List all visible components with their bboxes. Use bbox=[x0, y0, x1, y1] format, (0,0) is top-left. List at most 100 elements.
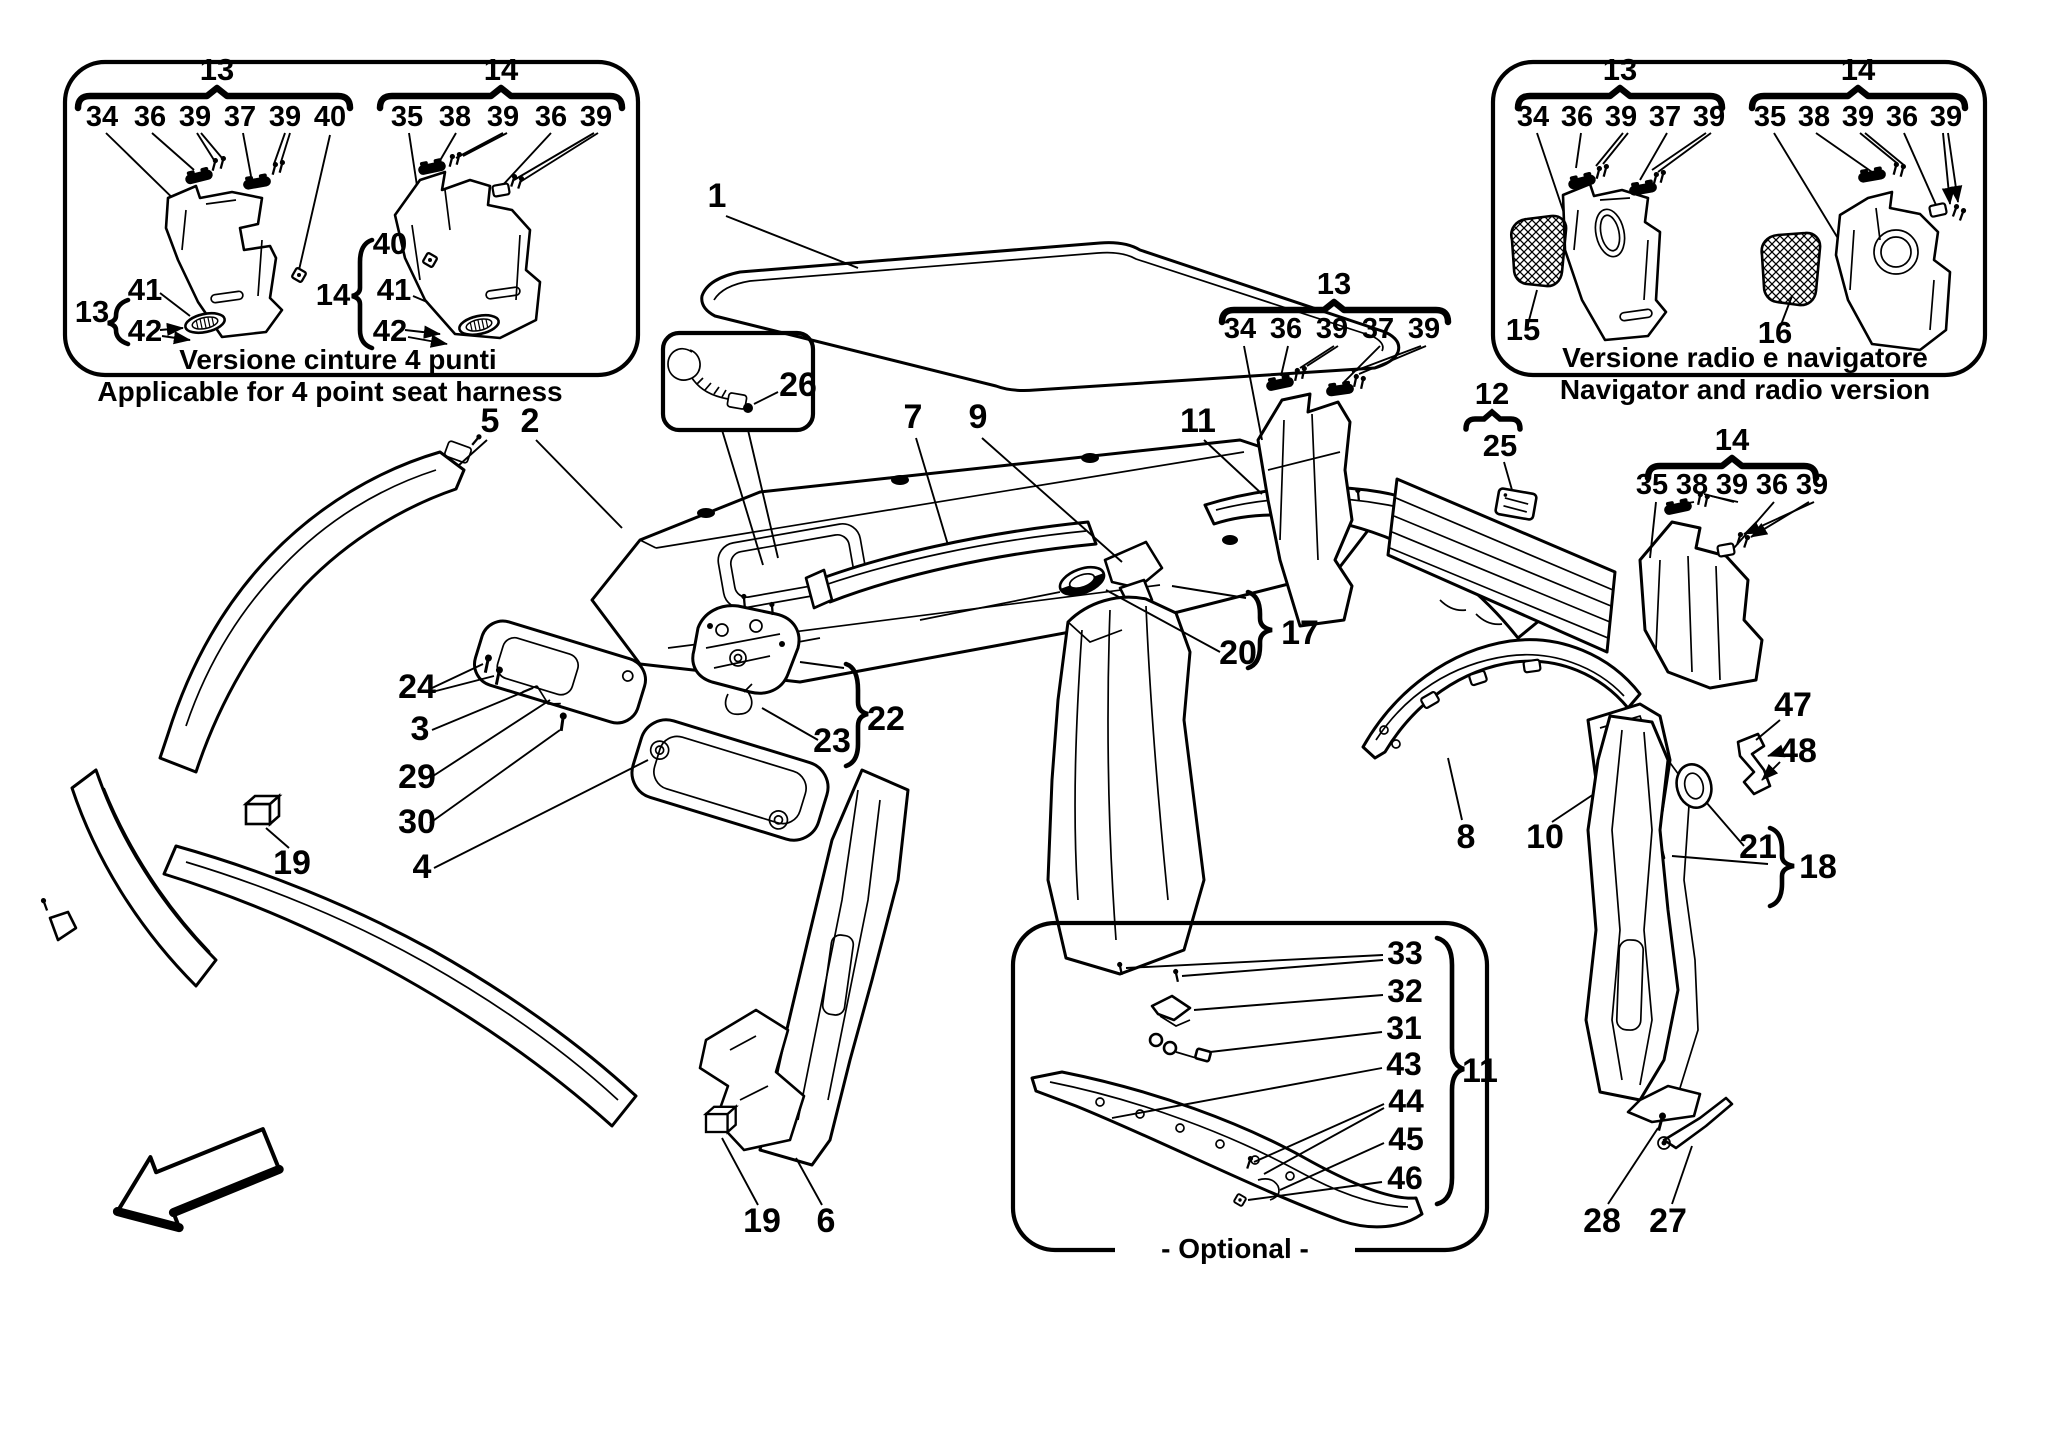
leader-28 bbox=[1607, 1127, 1659, 1205]
group-label-13: 13 bbox=[200, 52, 234, 87]
list-label-14: 14 bbox=[316, 277, 351, 312]
leader-19 bbox=[721, 1137, 759, 1206]
callout-21: 21 bbox=[1739, 828, 1777, 866]
part-plaque-25 bbox=[1494, 487, 1538, 521]
callout-30: 30 bbox=[398, 803, 436, 841]
callout-39: 39 bbox=[1693, 101, 1725, 133]
callout-4: 4 bbox=[413, 848, 432, 886]
part-speaker-grille-15 bbox=[1510, 214, 1568, 288]
nut-40 bbox=[290, 266, 308, 284]
part-pillar-trim-radio-left bbox=[1561, 162, 1668, 342]
callout-22: 22 bbox=[867, 700, 905, 738]
list-brace bbox=[107, 297, 131, 347]
callout-34: 34 bbox=[1224, 313, 1256, 345]
list-label-13: 13 bbox=[75, 294, 109, 329]
callout-39: 39 bbox=[1716, 469, 1748, 501]
main-exploded-view: 1 2 5 19 19 6 bbox=[39, 177, 1837, 1240]
caption-radio-it: Versione radio e navigatore bbox=[1562, 342, 1928, 373]
part-map-light-console bbox=[691, 592, 801, 695]
leader-26 bbox=[753, 391, 779, 405]
callout-34: 34 bbox=[86, 101, 118, 133]
callout-36: 36 bbox=[1561, 101, 1593, 133]
leader-lines-13-main bbox=[1243, 345, 1427, 441]
group-bracket-14-main bbox=[1644, 454, 1820, 482]
clip-23 bbox=[724, 683, 753, 716]
leader-7 bbox=[915, 437, 949, 546]
callout-29: 29 bbox=[398, 758, 436, 796]
callout-43: 43 bbox=[1386, 1046, 1422, 1082]
leader-27 bbox=[1671, 1145, 1693, 1205]
group-label-11: 11 bbox=[1462, 1052, 1498, 1090]
clip-32 bbox=[1150, 994, 1192, 1027]
callout-39: 39 bbox=[1316, 313, 1348, 345]
callout-20: 20 bbox=[1219, 634, 1257, 672]
leader-30 bbox=[429, 729, 561, 824]
callout-36: 36 bbox=[1270, 313, 1302, 345]
caption-mask bbox=[1115, 1232, 1355, 1264]
nut-46 bbox=[1232, 1192, 1248, 1208]
group-bracket-14 bbox=[376, 84, 626, 112]
clip-cube-19 bbox=[244, 794, 281, 826]
part-a-pillar-lower-left bbox=[39, 768, 218, 988]
callout-40: 40 bbox=[373, 226, 407, 261]
part-a-pillar-trim-left bbox=[158, 432, 484, 774]
inset-optional: 33 32 31 43 44 45 46 11 - Optional - bbox=[1010, 920, 1498, 1264]
part-strap-27 bbox=[1657, 1096, 1734, 1150]
callout-6: 6 bbox=[817, 1202, 836, 1240]
inset-seat-harness-version: 13 14 34 36 39 37 39 40 35 38 39 36 39 bbox=[62, 52, 641, 407]
leader-48 bbox=[1761, 761, 1781, 781]
leader-17 bbox=[1171, 585, 1247, 599]
fastener-37 bbox=[241, 172, 272, 191]
callout-31: 31 bbox=[1386, 1010, 1422, 1046]
leader-11 bbox=[1203, 439, 1263, 495]
group-label-13: 13 bbox=[1603, 52, 1637, 87]
callout-8: 8 bbox=[1457, 818, 1476, 856]
callout-39: 39 bbox=[1408, 313, 1440, 345]
group-brace-17 bbox=[1245, 589, 1273, 671]
callout-19: 19 bbox=[743, 1202, 781, 1240]
part-pillar-trim-radio-right bbox=[1834, 160, 1968, 352]
callout-38: 38 bbox=[1798, 101, 1830, 133]
callout-23: 23 bbox=[813, 722, 851, 760]
leader-3 bbox=[431, 687, 534, 731]
group-label-14: 14 bbox=[1715, 422, 1750, 457]
leader-23 bbox=[761, 707, 819, 741]
wire-31 bbox=[1148, 1032, 1212, 1063]
callout-17: 17 bbox=[1281, 614, 1319, 652]
list-brace bbox=[351, 237, 375, 351]
callout-41: 41 bbox=[128, 272, 162, 307]
part-quarter-panel-12 bbox=[1386, 477, 1617, 654]
group-bracket-14 bbox=[1748, 84, 1969, 112]
clip-36 bbox=[1716, 542, 1736, 558]
leader-25 bbox=[1503, 461, 1513, 491]
part-quarter-trim-harness-right bbox=[393, 150, 542, 340]
callout-5: 5 bbox=[481, 402, 500, 440]
callout-27: 27 bbox=[1649, 1202, 1687, 1240]
screw-33 bbox=[1171, 967, 1182, 984]
callout-10: 10 bbox=[1526, 818, 1564, 856]
part-optional-header-trim-11 bbox=[1030, 1070, 1424, 1229]
leader-24 bbox=[431, 663, 495, 693]
inset-box-border bbox=[62, 59, 641, 378]
callout-18: 18 bbox=[1799, 848, 1837, 886]
part-c-pillar-upper-17 bbox=[1046, 595, 1206, 976]
callout-3: 3 bbox=[411, 710, 430, 748]
callout-32: 32 bbox=[1387, 973, 1423, 1009]
leader-5 bbox=[457, 439, 488, 467]
callout-34: 34 bbox=[1517, 101, 1549, 133]
leader-lines bbox=[1526, 132, 1963, 331]
callout-46: 46 bbox=[1387, 1160, 1423, 1196]
callout-16: 16 bbox=[1758, 315, 1792, 350]
part-roof-panel bbox=[700, 241, 1401, 392]
cap-21 bbox=[1675, 762, 1713, 810]
caption-radio-en: Navigator and radio version bbox=[1560, 374, 1930, 405]
callout-36: 36 bbox=[535, 101, 567, 133]
group-label-14: 14 bbox=[1841, 52, 1876, 87]
callout-48: 48 bbox=[1779, 732, 1817, 770]
group-brace-18 bbox=[1767, 825, 1795, 909]
callout-44: 44 bbox=[1388, 1083, 1424, 1119]
group-bracket-13 bbox=[74, 84, 354, 112]
callout-47: 47 bbox=[1774, 686, 1812, 724]
group-brace-11 bbox=[1434, 935, 1465, 1207]
